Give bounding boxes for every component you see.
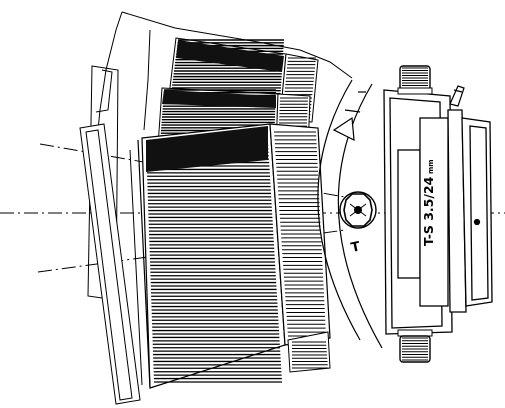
- lock-lever[interactable]: [449, 85, 465, 107]
- tilt-knob[interactable]: [339, 191, 377, 229]
- lens-marking: T-S 3.5/24 mm: [421, 159, 436, 246]
- knurl-top: [170, 39, 284, 103]
- knurl-aperture-ring: [274, 131, 326, 337]
- knurl-shift-knob-bottom: [402, 337, 428, 361]
- lens-mount-body: [383, 89, 493, 335]
- main-barrel: [129, 123, 331, 389]
- shift-knob-bottom[interactable]: [397, 329, 433, 363]
- knurl-shift-knob-top: [402, 67, 428, 89]
- front-plates: [79, 65, 141, 405]
- shift-knob-top[interactable]: [397, 65, 433, 95]
- lower-ring: [287, 331, 331, 373]
- knurl-lower: [292, 341, 328, 369]
- lens-marking-text: T-S 3.5/24: [421, 176, 436, 246]
- tilt-symbol: T: [350, 239, 362, 256]
- tilt-arcs: [317, 79, 383, 349]
- knurl-main-focus-ring: [146, 126, 282, 383]
- lens-marking-unit: mm: [427, 159, 435, 174]
